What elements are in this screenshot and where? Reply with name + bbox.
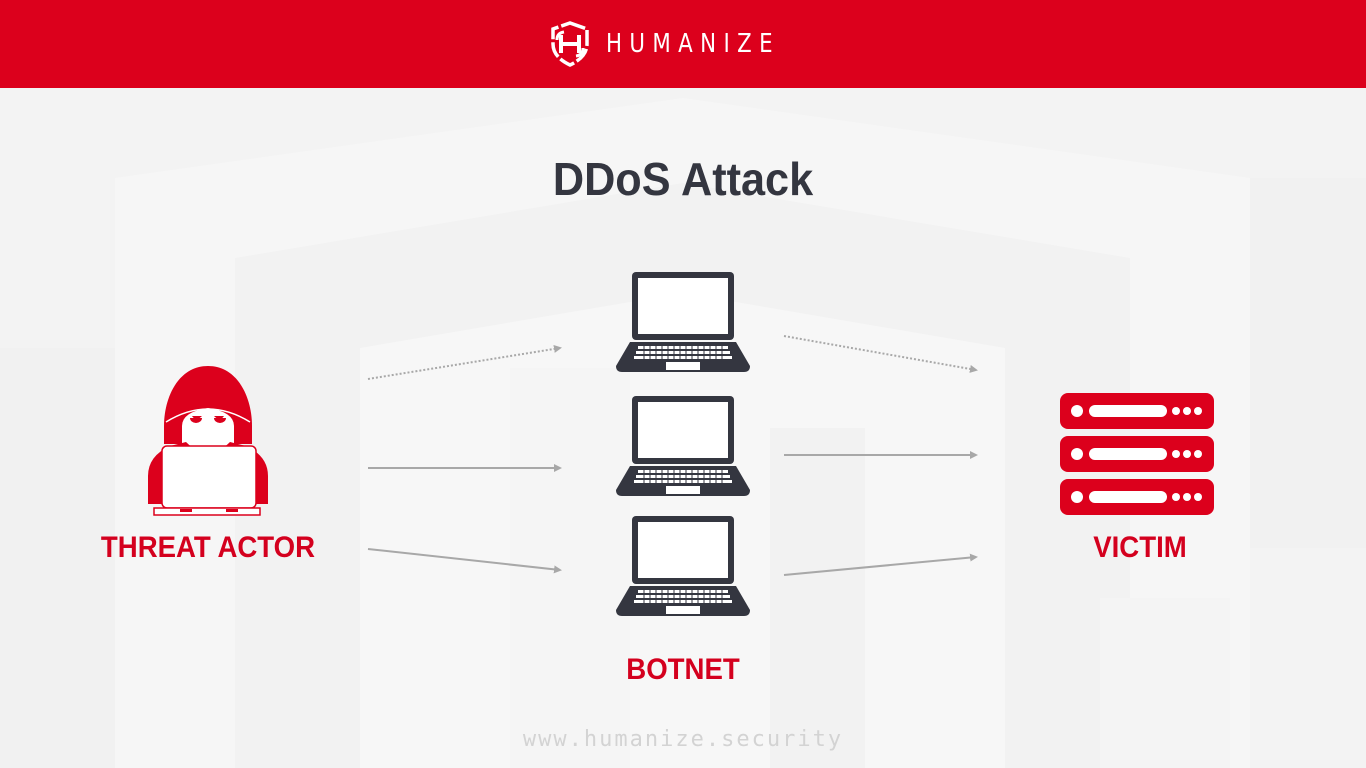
page-title: DDoS Attack: [552, 153, 814, 205]
brand-name: HUMANIZE: [605, 29, 780, 59]
victim-label: VICTIM: [1093, 531, 1187, 564]
server-unit: [1060, 436, 1214, 472]
shield-h-icon: [551, 21, 589, 67]
server-stack-icon[interactable]: [1059, 392, 1215, 516]
botnet-label: BOTNET: [626, 653, 740, 686]
server-unit: [1060, 479, 1214, 515]
threat-actor-label: THREAT ACTOR: [100, 531, 316, 564]
server-unit: [1060, 393, 1214, 429]
hacker-icon[interactable]: [140, 364, 276, 520]
laptop-icon[interactable]: [614, 270, 752, 374]
laptop-icon[interactable]: [614, 514, 752, 618]
arrow-actor-to-bot3: [367, 548, 562, 574]
footer-url[interactable]: www.humanize.security: [522, 727, 844, 752]
arrow-actor-to-bot1: [367, 345, 562, 380]
arrow-bot1-to-victim: [783, 335, 978, 373]
laptop-icon[interactable]: [614, 394, 752, 498]
brand-logo[interactable]: HUMANIZE: [548, 20, 818, 68]
arrow-bot3-to-victim: [783, 553, 978, 576]
header-bar: HUMANIZE: [0, 0, 1366, 88]
